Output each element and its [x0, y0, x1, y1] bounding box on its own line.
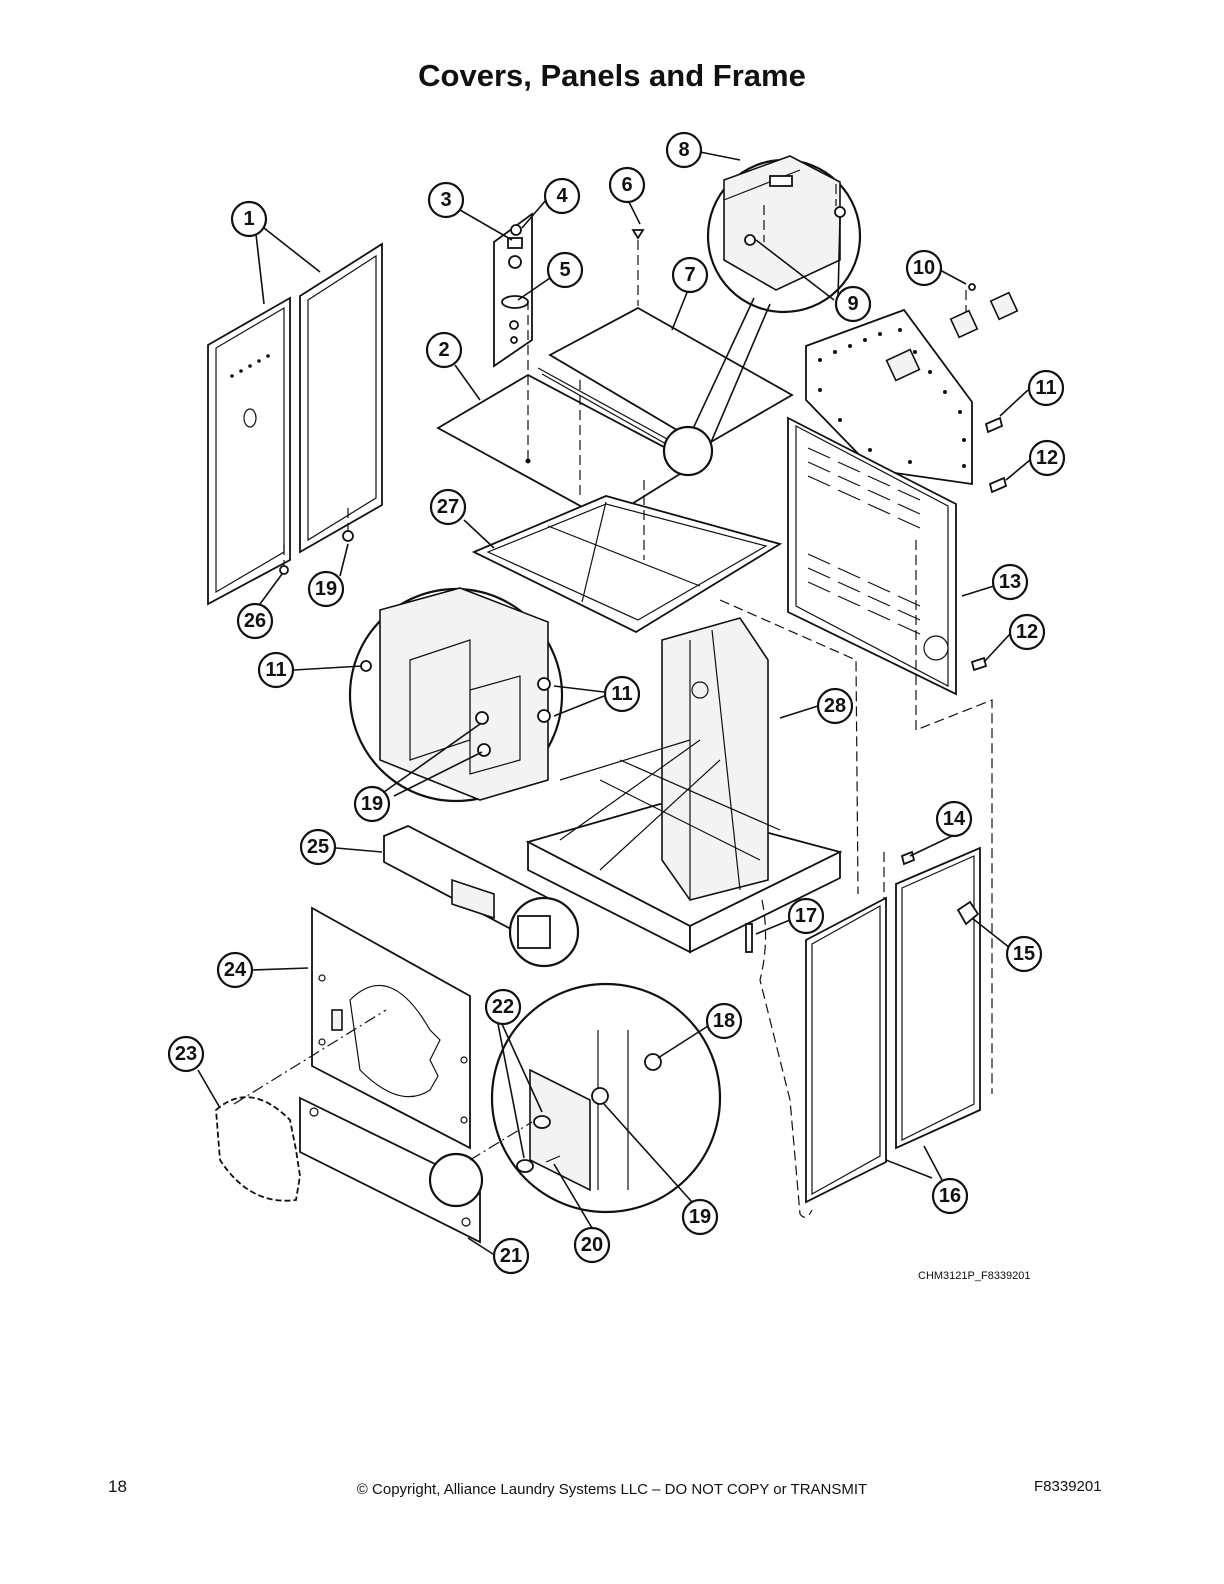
callout-6: 6 — [608, 166, 646, 204]
callout-11-label: 11 — [611, 683, 632, 705]
callout-1: 1 — [230, 200, 268, 238]
control-panel-assembly — [805, 283, 1019, 494]
callout-12-upper: 12 — [1028, 439, 1066, 477]
callout-19-lower: 19 — [681, 1198, 719, 1236]
callout-27: 27 — [429, 488, 467, 526]
callout-11-detail: 11 — [603, 675, 641, 713]
callout-24: 24 — [216, 951, 254, 989]
callout-19-label: 19 — [315, 578, 337, 600]
callout-4-label: 4 — [556, 185, 568, 207]
callout-5: 5 — [546, 251, 584, 289]
callout-11-right: 11 — [1027, 369, 1065, 407]
front-channel — [383, 825, 580, 968]
callout-11-label: 11 — [1035, 377, 1056, 399]
hinge-strip — [493, 212, 533, 368]
callout-28-label: 28 — [824, 695, 846, 717]
callout-12-label: 12 — [1036, 447, 1058, 469]
callout-27-label: 27 — [437, 496, 459, 518]
callout-15: 15 — [1005, 935, 1043, 973]
copyright-notice: © Copyright, Alliance Laundry Systems LL… — [356, 1481, 868, 1498]
callout-22-label: 22 — [492, 996, 514, 1018]
callout-26-label: 26 — [244, 610, 266, 632]
callout-8-label: 8 — [678, 139, 689, 161]
callout-20-label: 20 — [581, 1234, 603, 1256]
callout-19-label: 19 — [689, 1206, 711, 1228]
callout-20: 20 — [573, 1226, 611, 1264]
base-frame — [525, 617, 843, 954]
callout-7-label: 7 — [684, 264, 695, 286]
callout-23: 23 — [167, 1035, 205, 1073]
callout-2: 2 — [425, 331, 463, 369]
rear-panel — [311, 906, 471, 1150]
callout-5-label: 5 — [559, 259, 570, 281]
document-id: F8339201 — [1034, 1478, 1102, 1495]
filter-frame — [471, 495, 783, 634]
side-panels — [207, 242, 383, 606]
hinge-detail-circle — [662, 155, 862, 477]
callout-18-label: 18 — [713, 1010, 735, 1032]
callout-25-label: 25 — [307, 836, 329, 858]
callout-6-label: 6 — [621, 174, 632, 196]
callout-19-upper: 19 — [307, 570, 345, 608]
page-title: Covers, Panels and Frame — [418, 58, 806, 93]
callout-14-label: 14 — [943, 808, 966, 830]
callout-1-label: 1 — [243, 208, 254, 230]
callout-25: 25 — [299, 828, 337, 866]
callout-12-label: 12 — [1016, 621, 1038, 643]
panel-fastener-detail-circle — [490, 982, 722, 1214]
front-louvered-panel — [787, 416, 988, 696]
callout-13: 13 — [991, 563, 1029, 601]
frame-detail-circle — [348, 587, 564, 803]
alignment-lines — [233, 380, 993, 1218]
gasket-ring — [215, 1096, 301, 1202]
callout-13-label: 13 — [999, 571, 1021, 593]
callout-18: 18 — [705, 1002, 743, 1040]
callout-15-label: 15 — [1013, 943, 1035, 965]
callout-28: 28 — [816, 687, 854, 725]
callout-21: 21 — [492, 1237, 530, 1275]
callout-11-label: 11 — [265, 659, 286, 681]
callout-14: 14 — [935, 800, 973, 838]
callout-19-label: 19 — [361, 793, 383, 815]
callout-19-detail: 19 — [353, 785, 391, 823]
callout-9: 9 — [834, 285, 872, 323]
callout-11-left: 11 — [257, 651, 295, 689]
callout-9-label: 9 — [847, 293, 858, 315]
callout-17: 17 — [787, 897, 825, 935]
kick-panel — [299, 1096, 484, 1244]
callout-16-label: 16 — [939, 1185, 961, 1207]
callout-17-label: 17 — [795, 905, 817, 927]
callout-4: 4 — [543, 177, 581, 215]
callout-3: 3 — [427, 181, 465, 219]
page-number: 18 — [108, 1477, 127, 1496]
callout-12-lower: 12 — [1008, 613, 1046, 651]
callout-26: 26 — [236, 602, 274, 640]
callout-24-label: 24 — [224, 959, 247, 981]
callout-10: 10 — [905, 249, 943, 287]
callout-22: 22 — [484, 988, 522, 1026]
right-side-panels — [745, 846, 981, 1204]
callout-23-label: 23 — [175, 1043, 197, 1065]
callout-10-label: 10 — [913, 257, 935, 279]
callout-16: 16 — [931, 1177, 969, 1215]
callout-2-label: 2 — [438, 339, 449, 361]
callout-7: 7 — [671, 256, 709, 294]
leader-lines — [197, 151, 1031, 1257]
callout-3-label: 3 — [440, 189, 451, 211]
callout-8: 8 — [665, 131, 703, 169]
callout-21-label: 21 — [500, 1245, 522, 1267]
figure-code: CHM3121P_F8339201 — [918, 1270, 1031, 1282]
